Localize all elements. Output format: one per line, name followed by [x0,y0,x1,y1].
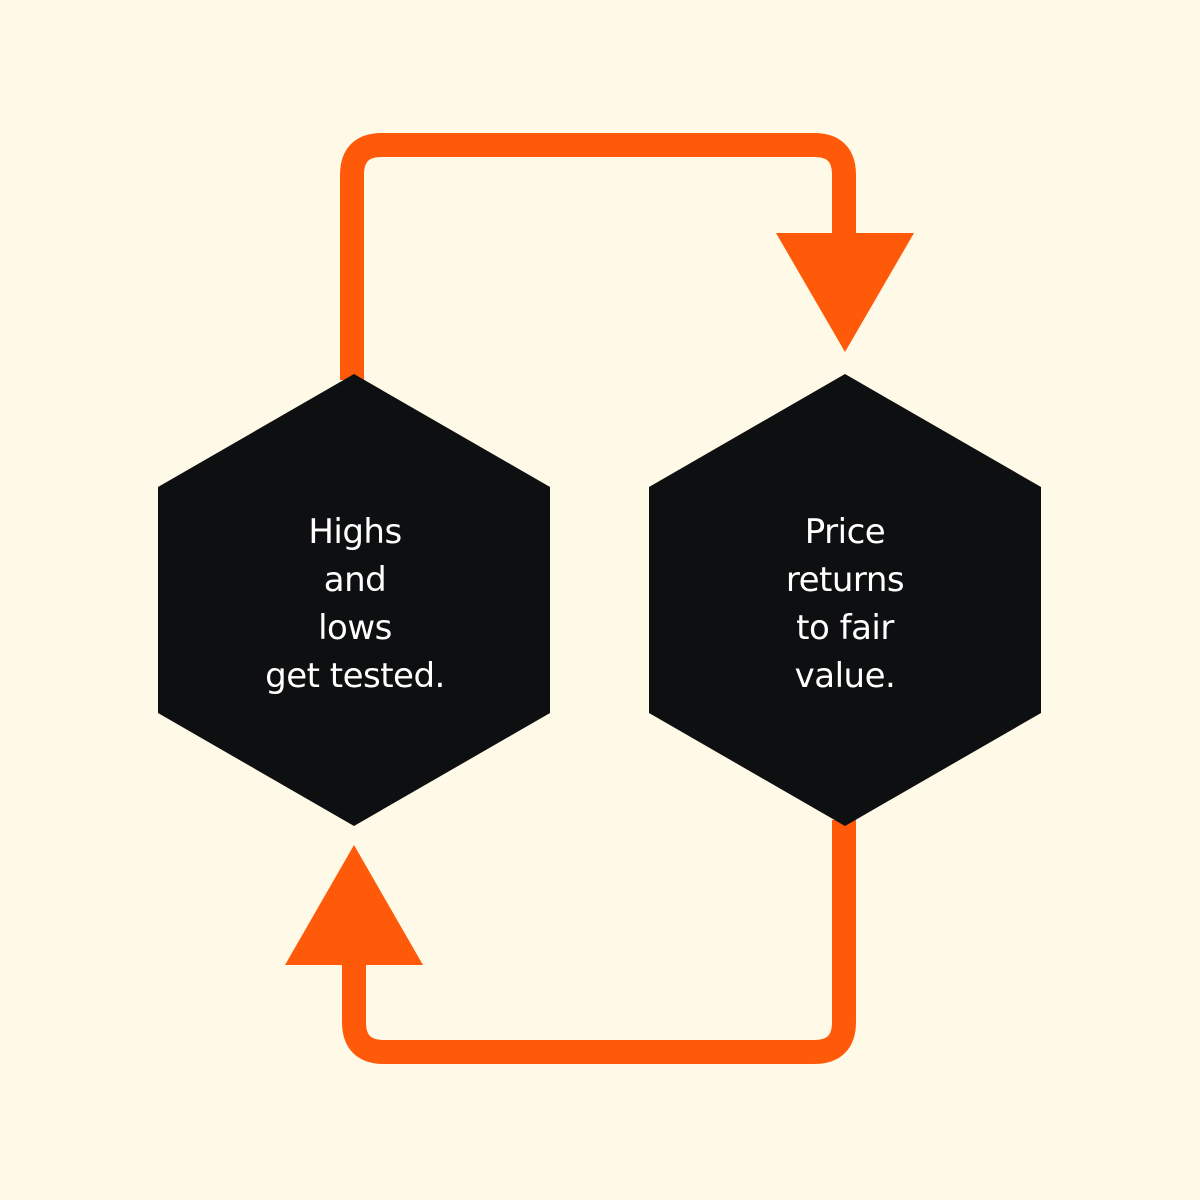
node-label-line: Price [804,512,886,552]
down-triangle-icon [776,233,914,352]
node-label-line: returns [785,560,905,600]
node-label-line: get tested. [265,656,445,696]
node-label-line: to fair [796,608,894,648]
hexagon-node-right [649,374,1041,826]
bottom-connector-line [342,820,856,1064]
up-triangle-icon [285,845,423,965]
node-label-line: Highs [308,512,402,552]
hexagon-node-left [158,374,550,826]
node-label-line: lows [318,608,392,648]
node-label-line: value. [794,656,896,696]
node-label-right: Price returns to fair value. [695,508,995,700]
node-label-line: and [323,560,387,600]
node-label-left: Highs and lows get tested. [205,508,505,700]
top-connector-line [340,133,856,380]
